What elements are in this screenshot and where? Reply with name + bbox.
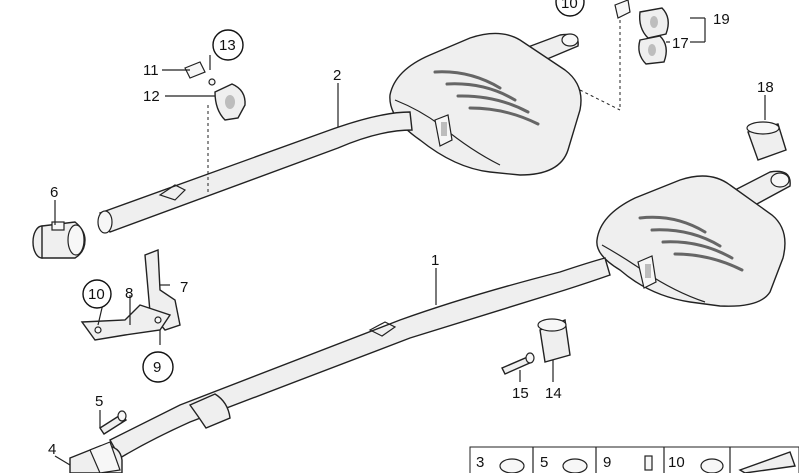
pipe-clamp bbox=[32, 221, 86, 259]
hex-nut-icon bbox=[562, 458, 588, 473]
legend-item-3: 3 bbox=[476, 454, 484, 471]
legend-item-9: 9 bbox=[603, 454, 611, 471]
label-circle-10a bbox=[82, 279, 112, 309]
label-part-11: 11 bbox=[143, 62, 159, 79]
upper-right-hangers bbox=[614, 0, 669, 65]
rubber-hanger bbox=[184, 61, 246, 121]
legend-item-5: 5 bbox=[540, 454, 548, 471]
label-part-13: 13 bbox=[219, 37, 236, 54]
label-part-5: 5 bbox=[95, 393, 103, 410]
label-part-2: 2 bbox=[333, 67, 341, 84]
legend-item-10: 10 bbox=[668, 454, 685, 471]
label-part-4: 4 bbox=[48, 441, 56, 458]
lower-silencer bbox=[596, 170, 791, 307]
label-part-14: 14 bbox=[545, 385, 562, 402]
mounting-bracket bbox=[80, 248, 181, 341]
label-part-10a: 10 bbox=[88, 286, 105, 303]
callouts: 2 1 11 12 13 6 10 8 7 9 15 14 5 4 18 19 … bbox=[48, 0, 774, 458]
upper-silencer bbox=[389, 32, 582, 176]
label-circle-13 bbox=[212, 29, 244, 61]
screw-icon bbox=[644, 455, 653, 471]
collar-nut-icon bbox=[700, 458, 724, 473]
label-part-10b: 10 bbox=[561, 0, 578, 12]
sleeve bbox=[746, 121, 787, 161]
leader-lines bbox=[54, 17, 766, 466]
label-part-12: 12 bbox=[143, 88, 160, 105]
bolt-15 bbox=[501, 352, 535, 375]
label-circle-10b bbox=[555, 0, 585, 17]
label-circle-9 bbox=[142, 351, 174, 383]
lower-pipe bbox=[69, 257, 611, 473]
label-part-18: 18 bbox=[757, 79, 774, 96]
label-part-9: 9 bbox=[153, 359, 161, 376]
nut-icon bbox=[499, 458, 525, 473]
label-part-15: 15 bbox=[512, 385, 529, 402]
upper-pipe bbox=[97, 111, 413, 234]
label-part-19: 19 bbox=[713, 11, 730, 28]
label-part-6: 6 bbox=[50, 184, 58, 201]
legend-strip: 3 5 9 10 bbox=[469, 446, 799, 473]
label-part-8: 8 bbox=[125, 285, 133, 302]
label-part-1: 1 bbox=[431, 252, 439, 269]
label-part-17: 17 bbox=[672, 35, 689, 52]
arrow-icon bbox=[738, 451, 796, 473]
label-part-7: 7 bbox=[180, 279, 188, 296]
rubber-bushing bbox=[537, 318, 571, 363]
bolt-5 bbox=[99, 410, 127, 435]
